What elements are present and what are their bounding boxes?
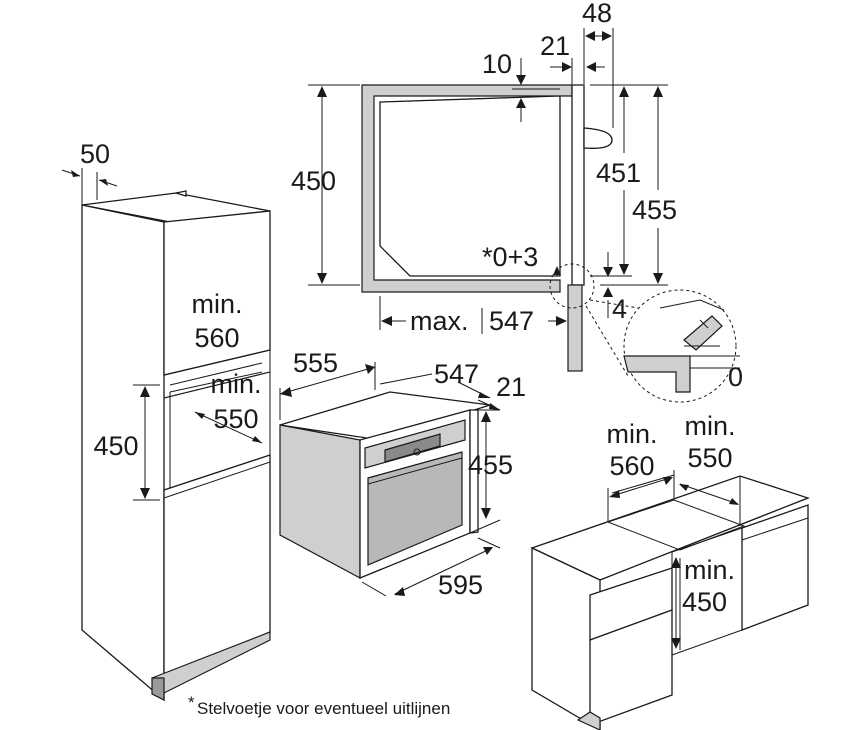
base-width-value: 560 — [609, 451, 654, 481]
max-depth-label: max. — [410, 306, 469, 336]
foot-note-label: *0+3 — [482, 242, 538, 272]
bottom-gap-label: 4 — [612, 294, 627, 324]
base-height-label: min. — [684, 555, 735, 585]
oven-height-455: 455 — [468, 450, 513, 480]
base-height-value: 450 — [682, 587, 727, 617]
base-width-label: min. — [606, 419, 657, 449]
panel-thickness-label: 50 — [80, 139, 110, 169]
height-451-label: 451 — [596, 158, 641, 188]
front-offset-label: 21 — [540, 31, 570, 61]
oven-front-21: 21 — [496, 372, 526, 402]
height-455-label: 455 — [632, 195, 677, 225]
niche-depth-value: 550 — [213, 404, 258, 434]
section-height-450: 450 — [291, 166, 336, 196]
oven-width-595: 595 — [438, 570, 483, 600]
oven-niche-height-label: 450 — [93, 431, 138, 461]
oven-unit: 555 547 21 455 595 — [279, 348, 526, 600]
niche-depth-label: min. — [210, 369, 261, 399]
footnote-star: * — [188, 693, 195, 712]
upper-niche-label: min. — [191, 289, 242, 319]
base-depth-value: 550 — [687, 443, 732, 473]
footnote: * Stelvoetje voor eventueel uitlijnen — [188, 693, 450, 718]
tall-cabinet: 50 min. 560 min. 550 450 — [61, 139, 271, 702]
oven-width-555: 555 — [293, 348, 338, 378]
door-depth-label: 48 — [582, 0, 612, 28]
side-section: 450 10 21 48 451 — [291, 0, 743, 403]
oven-depth-547: 547 — [434, 359, 479, 389]
max-depth-value: 547 — [489, 306, 534, 336]
base-depth-label: min. — [684, 411, 735, 441]
upper-niche-value: 560 — [194, 323, 239, 353]
base-cabinet: min. 560 min. 550 min. 450 — [530, 411, 810, 730]
top-gap-label: 10 — [482, 49, 512, 79]
detail-zero-label: 0 — [728, 362, 743, 392]
footnote-text: Stelvoetje voor eventueel uitlijnen — [197, 699, 450, 718]
